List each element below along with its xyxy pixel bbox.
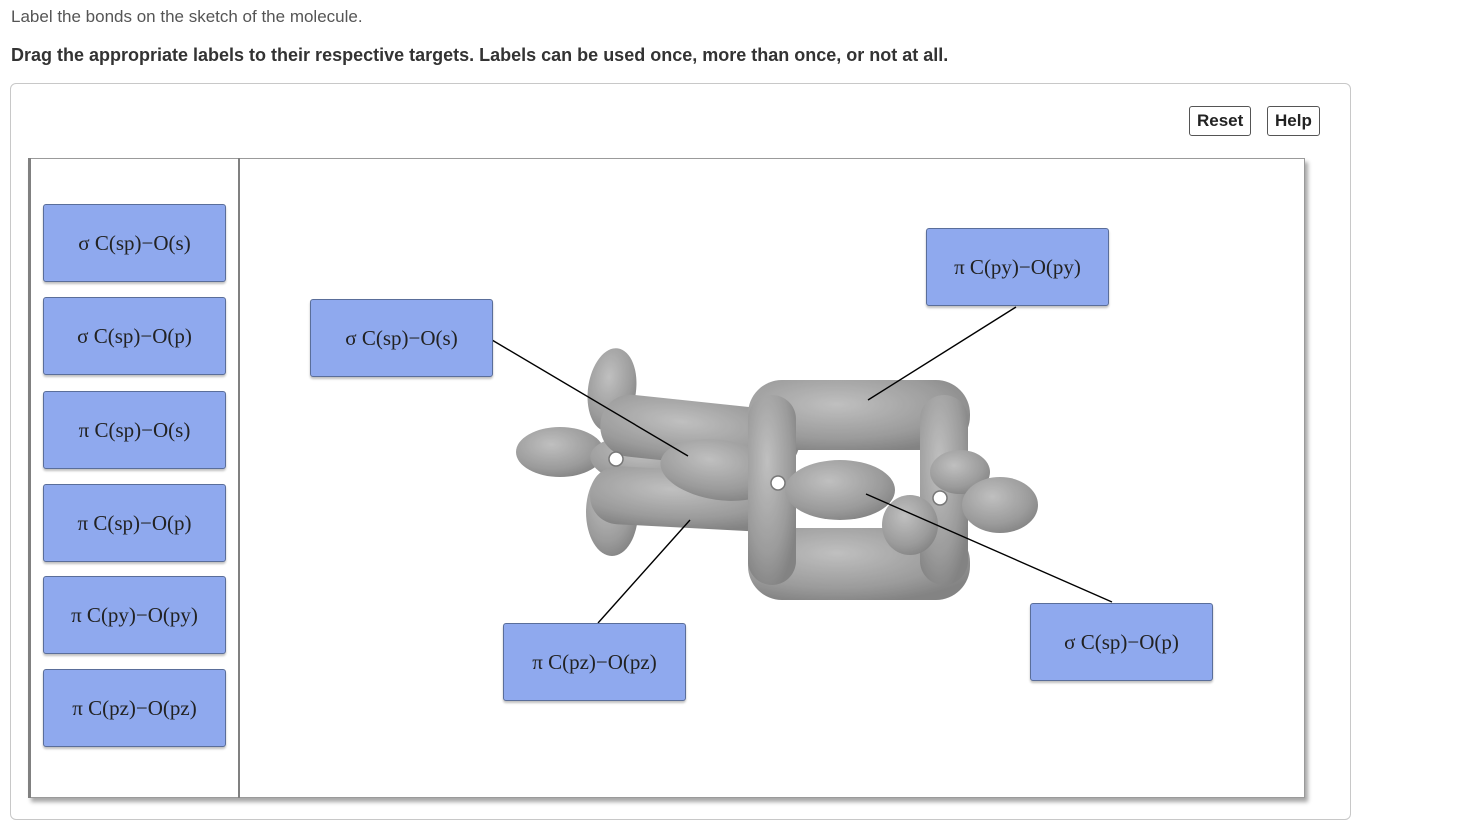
atom-centers [608,451,948,506]
target-label-bottom-middle[interactable]: π C(pz)−O(pz) [503,623,686,701]
bank-label-pi-py-py[interactable]: π C(py)−O(py) [43,576,226,654]
bank-label-pi-pz-pz[interactable]: π C(pz)−O(pz) [43,669,226,747]
instruction-bold-text: Drag the appropriate labels to their res… [11,45,949,65]
bank-label-pi-sp-p[interactable]: π C(sp)−O(p) [43,484,226,562]
target-label-top-right[interactable]: π C(py)−O(py) [926,228,1109,306]
label-bank [28,158,240,798]
bank-label-pi-sp-s[interactable]: π C(sp)−O(s) [43,391,226,469]
leader-lines [491,306,1113,624]
bank-label-sigma-sp-p[interactable]: σ C(sp)−O(p) [43,297,226,375]
help-button[interactable]: Help [1267,106,1320,136]
instruction-text: Label the bonds on the sketch of the mol… [11,7,363,26]
reset-button[interactable]: Reset [1189,106,1252,136]
target-label-bottom-right[interactable]: σ C(sp)−O(p) [1030,603,1213,681]
orbital-lobes [516,348,1038,600]
bank-label-sigma-sp-s[interactable]: σ C(sp)−O(s) [43,204,226,282]
target-label-top-left[interactable]: σ C(sp)−O(s) [310,299,493,377]
